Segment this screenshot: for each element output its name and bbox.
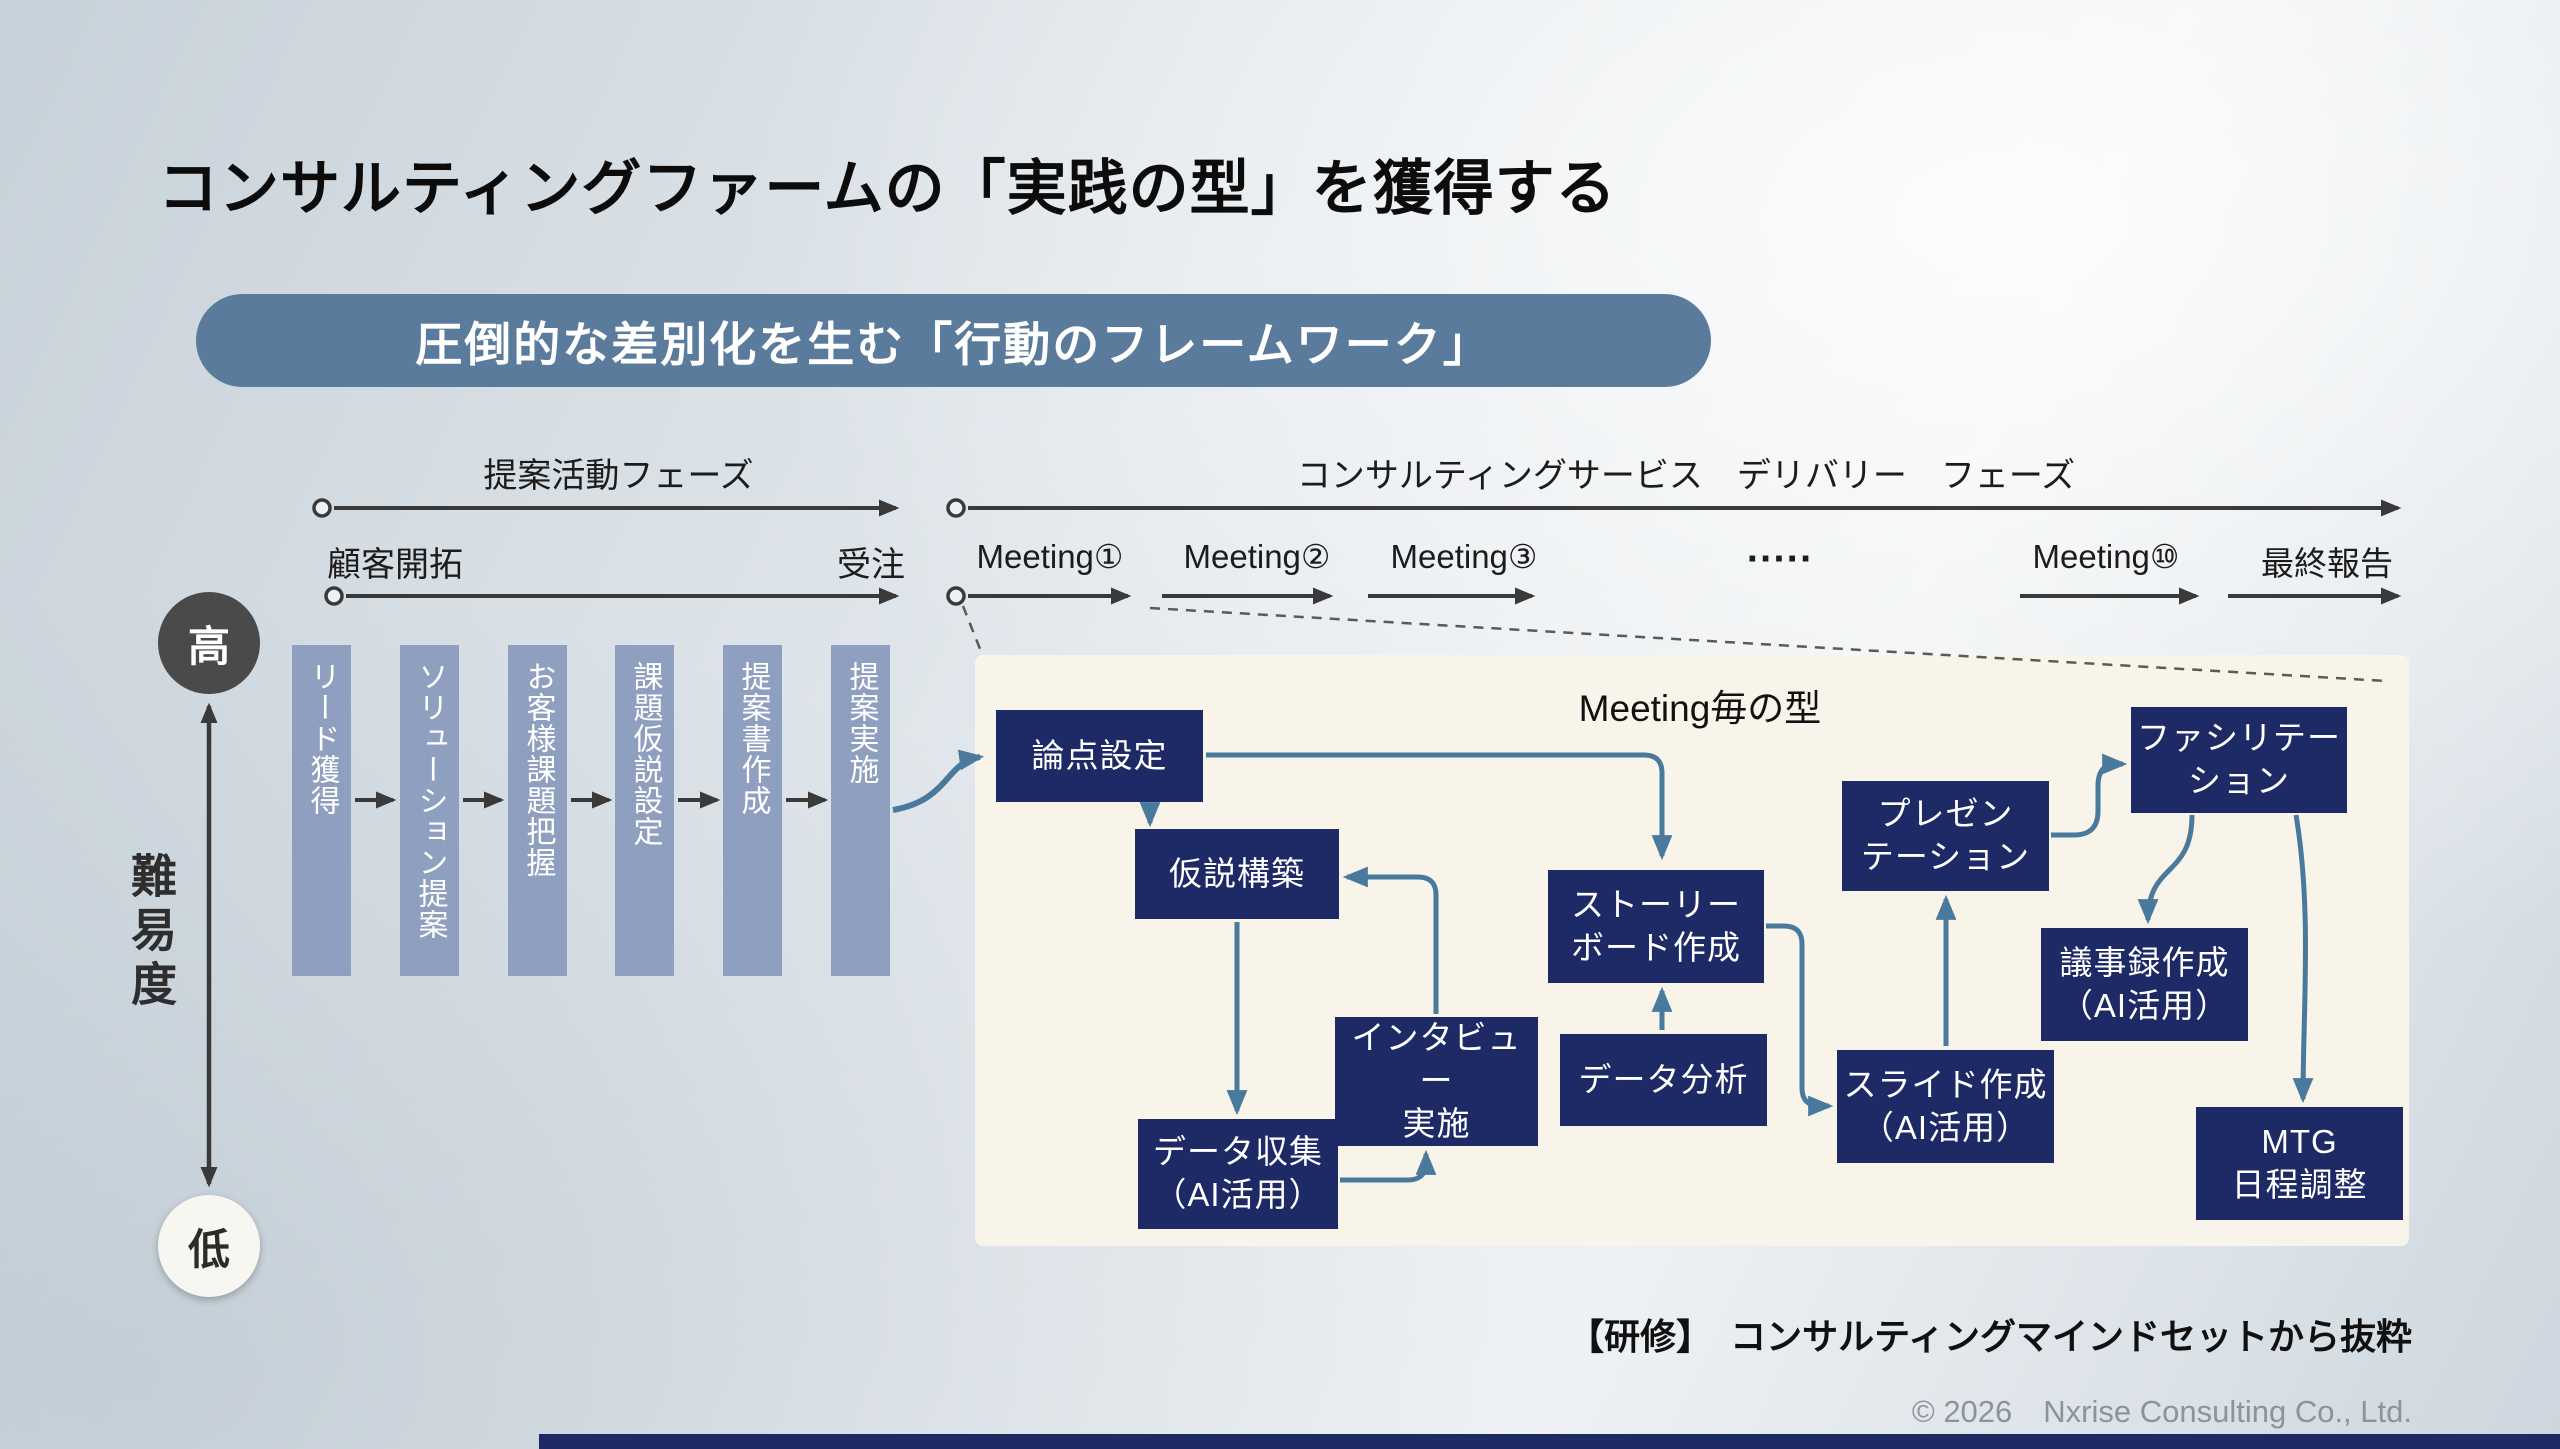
flow-box-hypothesis: 仮説構築 [1135,829,1339,919]
flow-box-label: ファシリテー ション [2137,719,2341,799]
flow-box-label: ストーリー ボード作成 [1571,885,1741,966]
flow-box-label: データ分析 [1578,1060,1749,1098]
meetings-start-dot [946,586,966,606]
proposal-step-bar-solution: ソリューション提案 [400,645,459,976]
milestone-final-report: 最終報告 [2261,545,2393,582]
flow-box-label: MTG 日程調整 [2231,1122,2368,1203]
sales-start-dot [324,586,344,606]
flow-box-label: プレゼン テーション [1860,795,2031,875]
meeting-panel-title: Meeting毎の型 [1578,688,1822,729]
proposal-step-label: 提案実施 [844,661,878,785]
flow-box-label: データ収集 （AI活用） [1153,1133,1323,1213]
proposal-start-label: 顧客開拓 [327,546,463,584]
proposal-step-bar-hypothesis: 課題仮説設定 [615,645,674,976]
flow-box-label: 論点設定 [1031,736,1168,774]
page-title: コンサルティングファームの「実践の型」を獲得する [158,155,1617,222]
flow-box-storyboard: ストーリー ボード作成 [1548,870,1764,983]
proposal-end-label: 受注 [837,546,905,584]
flow-box-interview: インタビュー 実施 [1335,1017,1538,1146]
flow-box-data-collection: データ収集 （AI活用） [1138,1119,1338,1229]
milestone-meeting3: Meeting③ [1390,538,1538,575]
proposal-step-bar-proposal-doc: 提案書作成 [723,645,782,976]
milestone-meeting2: Meeting② [1183,538,1331,575]
proposal-step-label: ソリューション提案 [413,661,447,940]
flow-box-facilitation: ファシリテー ション [2131,707,2347,813]
proposal-step-label: 提案書作成 [736,661,770,816]
delivery-phase-start-dot [946,498,966,518]
milestone-ellipsis: ····· [1746,537,1814,581]
footer-note: 【研修】 コンサルティングマインドセットから抜粋 [1568,1316,2412,1357]
zoom-guide-left [961,605,984,655]
flow-box-label: インタビュー 実施 [1351,1019,1522,1142]
flow-box-mtg-scheduling: MTG 日程調整 [2196,1107,2403,1220]
flow-box-presentation: プレゼン テーション [1842,781,2049,891]
flow-box-slide-creation: スライド作成 （AI活用） [1837,1050,2054,1163]
flow-box-label: 仮説構築 [1169,854,1305,892]
flow-box-label: 議事録作成 （AI活用） [2059,943,2230,1024]
flow-box-issue-setting: 論点設定 [996,710,1203,802]
proposal-phase-start-dot [312,498,332,518]
difficulty-axis-label: 難易度 [125,852,177,1014]
proposal-step-bar-proposal-exec: 提案実施 [831,645,890,976]
proposal-step-label: リード獲得 [305,661,339,816]
proposal-step-label: お客様課題把握 [521,661,555,878]
difficulty-high-badge: 高 [158,592,260,694]
difficulty-low-badge: 低 [158,1195,260,1297]
arrow-to-panel [892,749,985,813]
proposal-step-bar-lead: リード獲得 [292,645,351,976]
proposal-step-bar-customer-issue: お客様課題把握 [508,645,567,976]
banner-label: 圧倒的な差別化を生む「行動のフレームワーク」 [415,318,1492,371]
milestone-meeting10: Meeting⑩ [2032,538,2180,575]
flow-box-data-analysis: データ分析 [1560,1034,1767,1126]
flow-box-minutes: 議事録作成 （AI活用） [2041,928,2248,1041]
footer-bar [539,1434,2560,1449]
banner: 圧倒的な差別化を生む「行動のフレームワーク」 [196,294,1711,387]
flow-box-label: スライド作成 （AI活用） [1843,1065,2048,1146]
proposal-phase-label: 提案活動フェーズ [483,457,754,495]
proposal-step-label: 課題仮説設定 [628,661,662,847]
milestone-meeting1: Meeting① [976,538,1124,575]
footer-copyright: © 2026 Nxrise Consulting Co., Ltd. [1911,1394,2412,1429]
delivery-phase-label: コンサルティングサービス デリバリー フェーズ [1296,457,2076,495]
